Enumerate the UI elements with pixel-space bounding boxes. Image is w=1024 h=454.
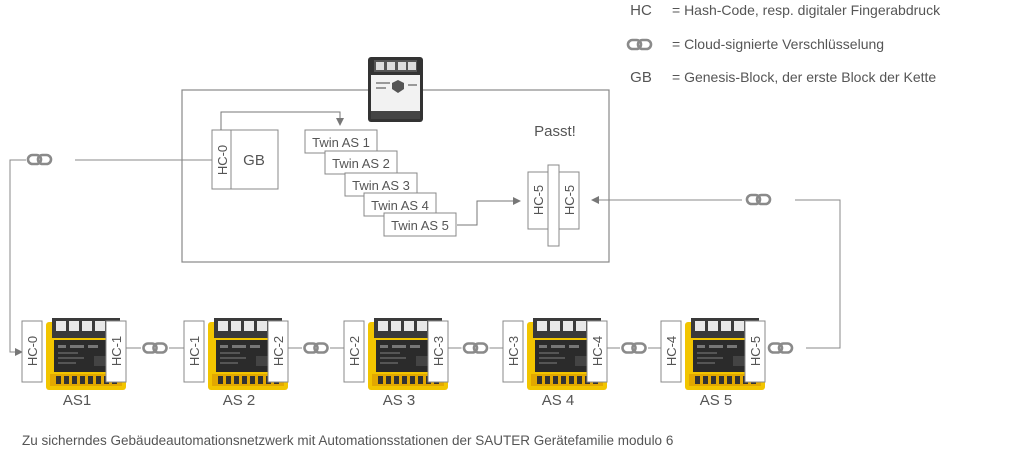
station-name: AS 3 xyxy=(383,392,416,409)
twin-label: Twin AS 3 xyxy=(352,178,410,193)
automation-station: HC-4 HC-5 AS 5 xyxy=(660,318,794,409)
hc-in-label: HC-2 xyxy=(347,336,362,366)
station-name: AS 5 xyxy=(700,392,733,409)
station-name: AS 4 xyxy=(542,392,575,409)
chain-link-icon xyxy=(745,193,772,206)
legend: HC = Hash-Code, resp. digitaler Fingerab… xyxy=(626,2,941,86)
hc-out-label: HC-1 xyxy=(109,336,124,366)
legend-desc-hc: = Hash-Code, resp. digitaler Fingerabdru… xyxy=(672,2,941,18)
diagram-caption: Zu sicherndes Gebäudeautomationsnetzwerk… xyxy=(22,433,673,448)
hc-out-label: HC-4 xyxy=(590,336,605,366)
twin-label: Twin AS 2 xyxy=(332,156,390,171)
hc-out-label: HC-3 xyxy=(431,336,446,366)
compare-right-label: HC-5 xyxy=(562,185,577,215)
left-connection xyxy=(9,153,212,356)
cloud-gateway-device xyxy=(368,57,423,122)
cloud-gb-label: GB xyxy=(243,152,265,169)
twin-stack: Twin AS 1 Twin AS 2 Twin AS 3 Twin AS 4 … xyxy=(304,129,457,237)
right-connection xyxy=(591,193,841,349)
legend-desc-chain: = Cloud-signierte Verschlüsselung xyxy=(672,36,884,52)
compare-left-label: HC-5 xyxy=(531,185,546,215)
hash-compare: HC-5 HC-5 xyxy=(527,164,580,247)
twin-label: Twin AS 5 xyxy=(391,218,449,233)
chain-link-icon xyxy=(26,153,53,166)
twin-label: Twin AS 1 xyxy=(312,135,370,150)
chain-link-icon xyxy=(626,38,653,51)
legend-abbr-gb: GB xyxy=(630,69,652,86)
automation-station: HC-1 HC-2 AS 2 xyxy=(183,318,344,409)
legend-abbr-hc: HC xyxy=(630,2,652,19)
hc-out-label: HC-2 xyxy=(271,336,286,366)
legend-desc-gb: = Genesis-Block, der erste Block der Ket… xyxy=(672,69,936,85)
hc-in-label: HC-0 xyxy=(25,336,40,366)
hc-out-label: HC-5 xyxy=(748,336,763,366)
twin-label: Twin AS 4 xyxy=(371,198,429,213)
hc-in-label: HC-4 xyxy=(664,336,679,366)
station-name: AS 2 xyxy=(223,392,256,409)
chain-link-icon xyxy=(767,342,794,354)
hc-in-label: HC-3 xyxy=(506,336,521,366)
automation-station: HC-2 HC-3 AS 3 xyxy=(343,318,503,409)
station-name: AS1 xyxy=(63,392,91,409)
automation-station: HC-3 HC-4 AS 4 xyxy=(502,318,661,409)
passt-label: Passt! xyxy=(534,123,576,140)
cloud-box: HC-0 GB Twin AS 1 Twin AS 2 Twin AS 3 Tw… xyxy=(181,57,610,263)
cloud-hc0-label: HC-0 xyxy=(215,145,230,175)
hc-in-label: HC-1 xyxy=(187,336,202,366)
